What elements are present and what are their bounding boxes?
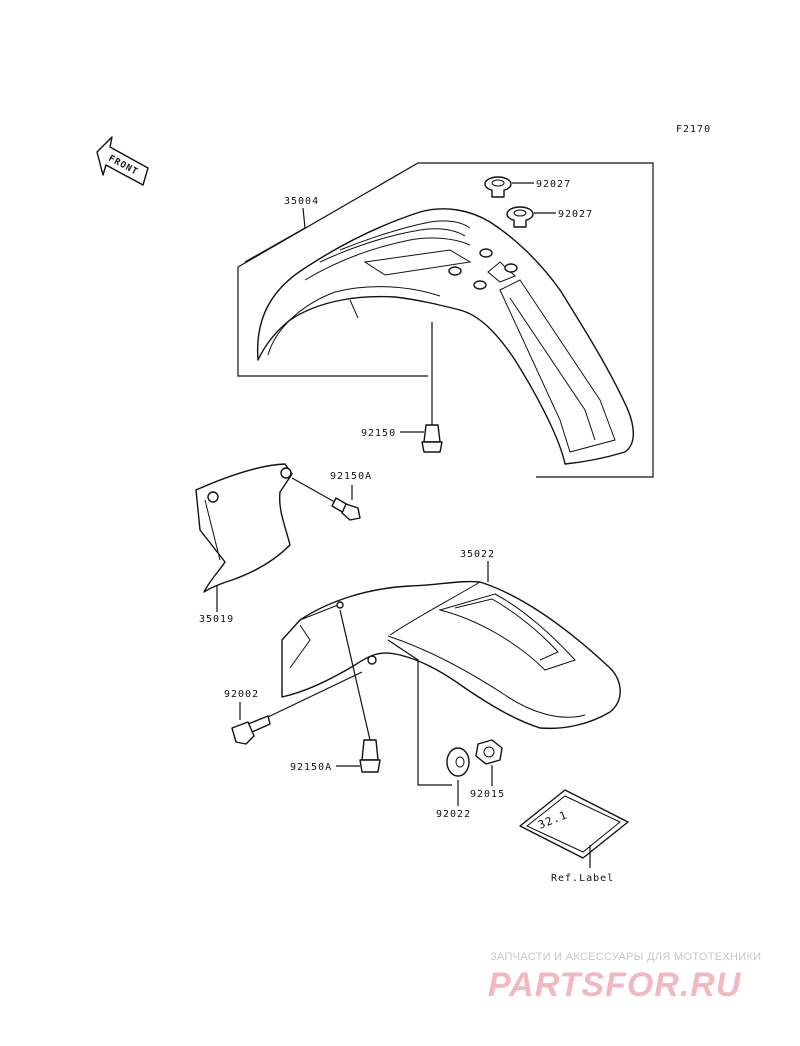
front-fender-group bbox=[237, 162, 654, 478]
rear-fender bbox=[281, 580, 621, 730]
watermark-logo: PARTSFOR.RU bbox=[488, 966, 742, 1004]
label-35022: 35022 bbox=[460, 549, 495, 560]
watermark-tagline: ЗАПЧАСТИ И АКСЕССУАРЫ ДЛЯ МОТОТЕХНИКИ bbox=[490, 951, 762, 963]
label-92150A-lower: 92150A bbox=[290, 762, 332, 773]
washer-92022 bbox=[446, 747, 470, 777]
bolt-92150 bbox=[421, 424, 443, 453]
label-92150: 92150 bbox=[361, 428, 396, 439]
label-92027-upper: 92027 bbox=[536, 179, 571, 190]
mud-flap bbox=[195, 463, 293, 593]
bolt-92002 bbox=[231, 715, 271, 745]
label-92027-lower: 92027 bbox=[558, 209, 593, 220]
bolt-92150A-lower bbox=[359, 739, 381, 773]
label-92002: 92002 bbox=[224, 689, 259, 700]
grommet-92027-lower bbox=[506, 206, 534, 228]
front-fender bbox=[256, 208, 634, 465]
diagram-code: F2170 bbox=[676, 124, 711, 135]
ref-label-decal: 32.1 bbox=[519, 789, 629, 859]
label-35019: 35019 bbox=[199, 614, 234, 625]
label-92015: 92015 bbox=[470, 789, 505, 800]
label-35004: 35004 bbox=[284, 196, 319, 207]
bolt-92150A-upper bbox=[331, 497, 361, 521]
label-92150A-upper: 92150A bbox=[330, 471, 372, 482]
nut-92015 bbox=[475, 739, 503, 765]
label-ref-label: Ref.Label bbox=[551, 873, 614, 884]
front-arrow-icon: FRONT bbox=[96, 136, 149, 186]
grommet-92027-upper bbox=[484, 176, 512, 198]
label-92022: 92022 bbox=[436, 809, 471, 820]
